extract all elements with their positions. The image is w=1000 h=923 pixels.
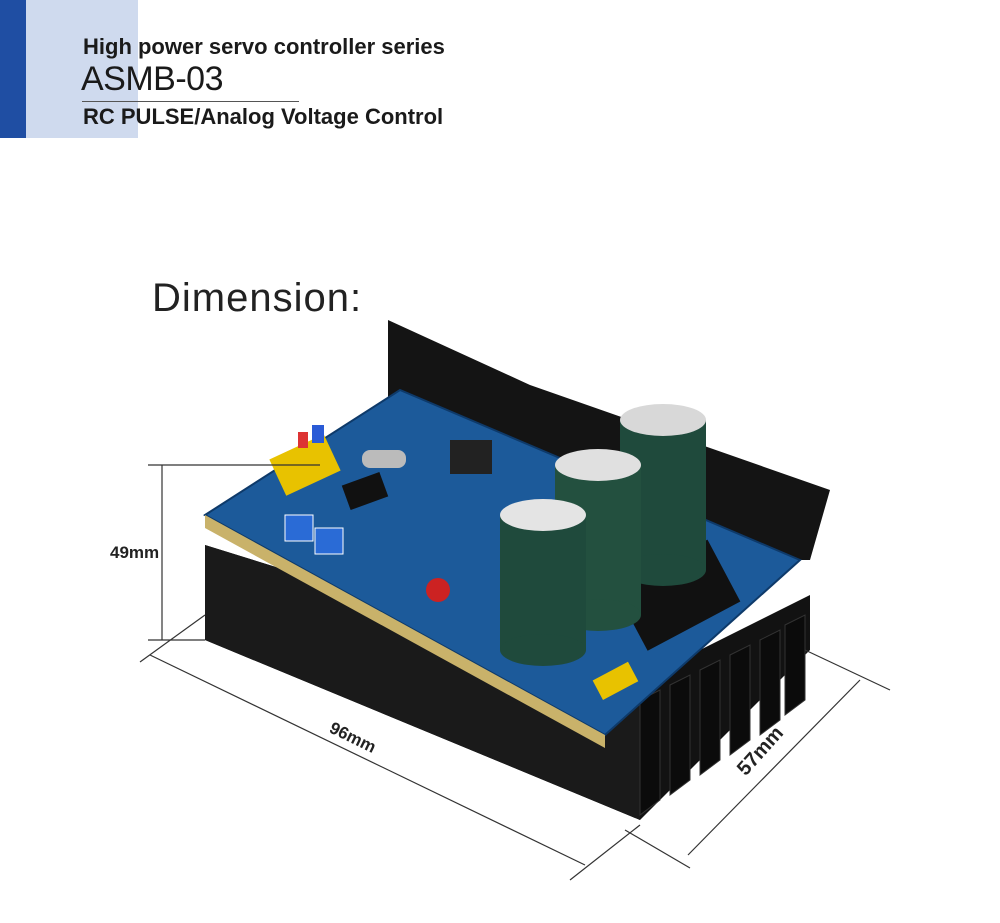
title-divider <box>82 101 299 102</box>
brand-bar <box>0 0 26 138</box>
heatsink-fins <box>639 614 806 816</box>
dimension-heading: Dimension: <box>152 276 363 320</box>
potentiometer-a <box>284 514 314 542</box>
crystal <box>362 450 406 468</box>
inductor <box>450 440 492 474</box>
jumper-blue <box>312 425 324 443</box>
dimension-lines <box>139 464 891 881</box>
trimmer-red <box>426 578 450 602</box>
ic-chip <box>341 471 389 511</box>
control-subtitle: RC PULSE/Analog Voltage Control <box>83 104 444 129</box>
capacitors <box>500 404 706 666</box>
height-dimension-label: 49mm <box>110 543 160 562</box>
heatsink-bracket <box>388 320 830 560</box>
terminal-block <box>614 539 741 651</box>
brand-bar-light <box>26 0 138 138</box>
series-title: High power servo controller series <box>83 34 445 59</box>
model-title: ASMB-03 <box>81 60 224 98</box>
potentiometer-b <box>314 527 344 555</box>
jumper-red <box>298 432 308 448</box>
